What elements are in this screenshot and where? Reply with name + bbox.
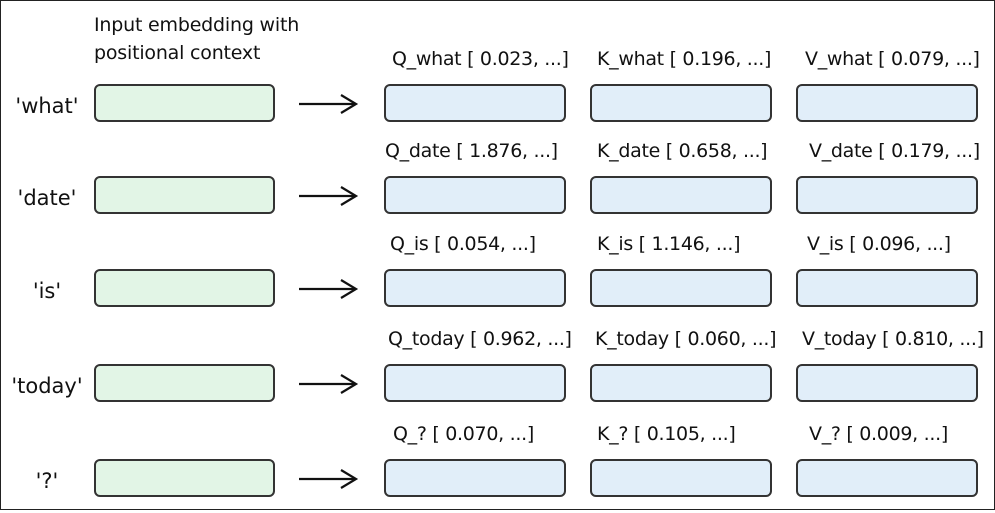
header-line-1: Input embedding with — [94, 14, 300, 36]
key-vector-label: K_what [ 0.196, ...] — [597, 48, 772, 70]
arrow-right-icon — [299, 94, 359, 114]
token-row: 'is' Q_is [ 0.054, ...] K_is [ 1.146, ..… — [1, 231, 995, 323]
key-vector-box — [590, 459, 772, 497]
key-vector-label: K_today [ 0.060, ...] — [595, 328, 777, 350]
token-row: 'date' Q_date [ 1.876, ...] K_date [ 0.6… — [1, 138, 995, 230]
input-embedding-box — [94, 364, 275, 402]
value-vector-box — [796, 176, 978, 214]
key-vector-box — [590, 84, 772, 122]
value-vector-box — [796, 364, 978, 402]
value-vector-label: V_is [ 0.096, ...] — [807, 233, 951, 255]
arrow-right-icon — [299, 279, 359, 299]
query-vector-label: Q_today [ 0.962, ...] — [388, 328, 572, 350]
arrow-right-icon — [299, 469, 359, 489]
input-embedding-box — [94, 84, 275, 122]
embedding-header: Input embedding with positional context — [94, 11, 299, 67]
token-label: 'what' — [15, 94, 79, 118]
token-row: '?' Q_? [ 0.070, ...] K_? [ 0.105, ...] … — [1, 421, 995, 513]
input-embedding-box — [94, 269, 275, 307]
value-vector-box — [796, 459, 978, 497]
query-vector-box — [384, 364, 566, 402]
query-vector-box — [384, 84, 566, 122]
value-vector-box — [796, 84, 978, 122]
value-vector-label: V_what [ 0.079, ...] — [805, 48, 980, 70]
key-vector-label: K_date [ 0.658, ...] — [597, 140, 768, 162]
key-vector-box — [590, 364, 772, 402]
header-line-2: positional context — [94, 42, 261, 64]
token-label: 'today' — [11, 374, 83, 398]
query-vector-label: Q_? [ 0.070, ...] — [393, 423, 534, 445]
query-vector-box — [384, 459, 566, 497]
input-embedding-box — [94, 176, 275, 214]
query-vector-label: Q_date [ 1.876, ...] — [385, 140, 558, 162]
value-vector-box — [796, 269, 978, 307]
query-vector-box — [384, 176, 566, 214]
token-label: 'date' — [17, 186, 77, 210]
value-vector-label: V_? [ 0.009, ...] — [809, 423, 948, 445]
arrow-right-icon — [299, 186, 359, 206]
query-vector-box — [384, 269, 566, 307]
value-vector-label: V_today [ 0.810, ...] — [802, 328, 984, 350]
token-label: 'is' — [32, 279, 62, 303]
query-vector-label: Q_is [ 0.054, ...] — [390, 233, 536, 255]
query-vector-label: Q_what [ 0.023, ...] — [392, 48, 569, 70]
key-vector-box — [590, 176, 772, 214]
value-vector-label: V_date [ 0.179, ...] — [809, 140, 980, 162]
key-vector-box — [590, 269, 772, 307]
token-label: '?' — [35, 469, 59, 493]
token-row: 'what' Q_what [ 0.023, ...] K_what [ 0.1… — [1, 46, 995, 138]
key-vector-label: K_is [ 1.146, ...] — [597, 233, 741, 255]
key-vector-label: K_? [ 0.105, ...] — [597, 423, 736, 445]
arrow-right-icon — [299, 374, 359, 394]
input-embedding-box — [94, 459, 275, 497]
token-row: 'today' Q_today [ 0.962, ...] K_today [ … — [1, 326, 995, 418]
